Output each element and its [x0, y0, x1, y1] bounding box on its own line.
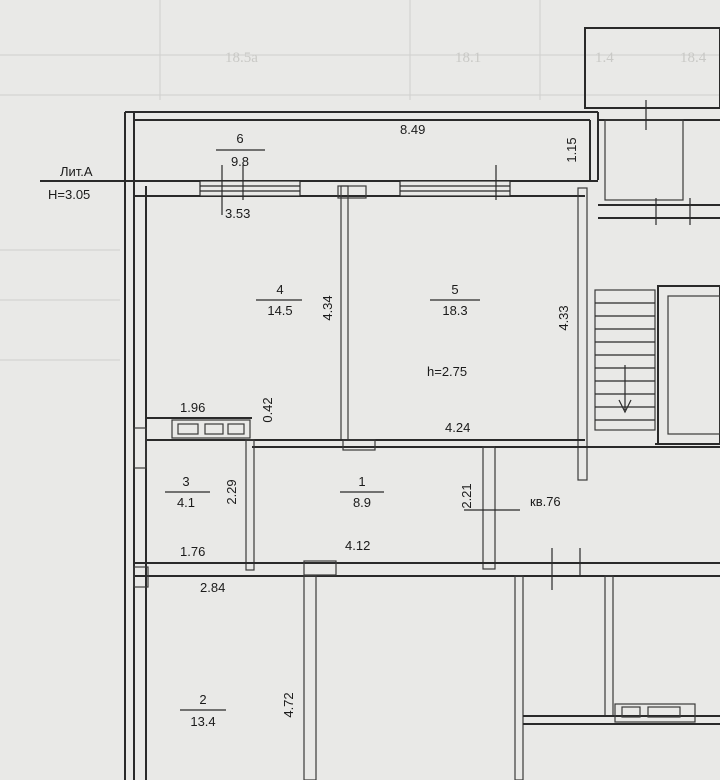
room-number: 1	[358, 474, 365, 489]
room-area: 18.3	[442, 303, 467, 318]
apartment-label: кв.76	[530, 494, 561, 509]
height-label: H=3.05	[48, 187, 90, 202]
room-5: 5 18.3	[442, 282, 467, 318]
dimension-label: 1.96	[180, 400, 205, 415]
dimension-label: 4.33	[556, 305, 571, 330]
dimension-label: 1.76	[180, 544, 205, 559]
dimension-label: 2.21	[459, 483, 474, 508]
background-grid	[0, 0, 720, 361]
dimension-label: 4.12	[345, 538, 370, 553]
room-number: 6	[236, 131, 243, 146]
dimension-label: 0.42	[260, 397, 275, 422]
room-4: 4 14.5	[267, 282, 292, 318]
room-number: 5	[451, 282, 458, 297]
dimension-label: 1.15	[564, 137, 579, 162]
dimension-label: 2.29	[224, 479, 239, 504]
arrow-down-icon	[618, 399, 632, 414]
stairwell	[551, 27, 720, 590]
room-number: 2	[199, 692, 206, 707]
dimension-label: 4.24	[445, 420, 470, 435]
interior-walls	[133, 185, 720, 780]
room-6: 6 9.8	[231, 131, 249, 169]
room-area: 14.5	[267, 303, 292, 318]
dimension-label: 2.84	[200, 580, 225, 595]
dimension-lines	[40, 149, 520, 711]
room-number: 3	[182, 474, 189, 489]
window	[199, 165, 301, 215]
room-number: 4	[276, 282, 283, 297]
room-area: 8.9	[353, 495, 371, 510]
room-2: 2 13.4	[190, 692, 215, 729]
faint-label: 18.1	[455, 50, 481, 66]
room-1: 1 8.9	[353, 474, 371, 510]
room-area: 4.1	[177, 495, 195, 510]
inner-height-label: h=2.75	[427, 364, 467, 379]
dimension-label: 8.49	[400, 122, 425, 137]
dimension-label: 3.53	[225, 206, 250, 221]
room-area: 13.4	[190, 714, 215, 729]
faint-labels: 18.5а 18.1 1.4 18.4	[225, 50, 707, 66]
room-3: 3 4.1	[177, 474, 195, 510]
liter-label: Лит.А	[60, 164, 93, 179]
window	[399, 165, 511, 200]
faint-label: 18.4	[680, 50, 707, 66]
faint-label: 1.4	[595, 50, 614, 66]
dimension-label: 4.34	[320, 295, 335, 320]
faint-label: 18.5а	[225, 50, 258, 66]
dimension-label: 4.72	[281, 692, 296, 717]
stair-steps	[594, 289, 656, 431]
room-area: 9.8	[231, 154, 249, 169]
